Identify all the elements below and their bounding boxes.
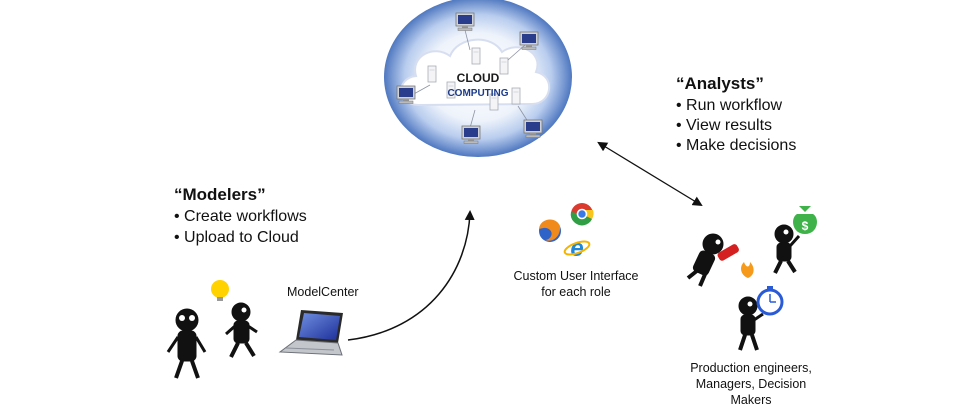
analysts-item-label: Run workflow (686, 97, 783, 114)
server-icon (471, 47, 481, 65)
custom-ui-label: Custom User Interface for each role (506, 268, 646, 300)
computer-icon (455, 12, 475, 31)
analyst-figures: $ (686, 206, 817, 351)
analysts-heading: “Analysts” (676, 74, 764, 93)
cloud-subtitle: COMPUTING (447, 88, 508, 99)
analysts-item-label: View results (686, 117, 773, 134)
upload-arrow (347, 210, 475, 341)
modelers-item-label: Create workflows (184, 208, 307, 225)
server-icon (499, 57, 509, 75)
cloud-title: CLOUD (457, 71, 500, 85)
modelers-heading: “Modelers” (174, 185, 266, 204)
extinguisher-icon (717, 244, 739, 261)
svg-text:e: e (570, 235, 583, 262)
computer-icon (519, 31, 539, 50)
firefox-icon (539, 219, 561, 242)
modelers-item-upload: • Upload to Cloud (174, 229, 299, 246)
modelers-item-label: Upload to Cloud (184, 229, 299, 246)
computer-icon (523, 119, 543, 138)
custom-ui-line2: for each role (541, 285, 611, 299)
modelers-item-create-workflows: • Create workflows (174, 208, 307, 225)
idea-person-icon (225, 302, 258, 358)
server-icon (427, 65, 437, 83)
analysts-item-run-workflow: • Run workflow (676, 97, 783, 114)
money-person-icon (773, 224, 801, 274)
confused-person-icon (166, 308, 207, 379)
bidirectional-arrow (597, 141, 703, 207)
fire-icon (741, 262, 754, 278)
stopwatch-person-icon (738, 296, 764, 351)
computer-icon (461, 125, 481, 144)
users-line1: Production engineers, (690, 361, 812, 375)
stopwatch-icon (756, 286, 784, 316)
money-bag-icon: $ (793, 206, 817, 234)
lightbulb-base (217, 297, 223, 301)
computer-icon (396, 85, 416, 104)
server-icon (511, 87, 521, 105)
analysts-item-make-decisions: • Make decisions (676, 137, 797, 154)
lightbulb-icon (211, 280, 229, 298)
analysts-item-label: Make decisions (686, 137, 797, 154)
extinguisher-person-icon (686, 233, 724, 287)
modelers-figures (166, 280, 258, 379)
svg-text:$: $ (802, 219, 809, 233)
users-label: Production engineers, Managers, Decision… (676, 360, 826, 408)
analysts-item-view-results: • View results (676, 117, 773, 134)
internet-explorer-icon: e (563, 235, 591, 262)
browser-icons: e (539, 203, 594, 262)
users-line3: Makers (730, 393, 772, 407)
cloud-computing-emblem: CLOUD COMPUTING (384, 0, 572, 157)
chrome-icon (570, 203, 594, 226)
modelcenter-label: ModelCenter (287, 285, 359, 299)
custom-ui-line1: Custom User Interface (513, 269, 639, 283)
laptop-icon (278, 310, 343, 356)
users-line2: Managers, Decision (695, 377, 807, 391)
